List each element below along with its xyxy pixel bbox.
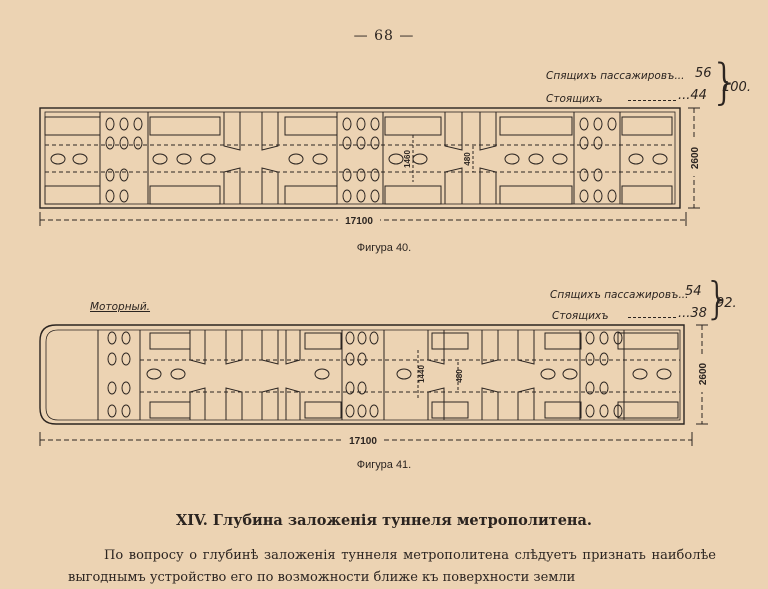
fig41-caption: Фигура 41. — [356, 459, 412, 471]
fig41-motor-label: Моторный. — [90, 301, 151, 313]
fig41-width-value: 2600 — [698, 362, 709, 385]
fig41-seated-label: Спящихъ пассажировъ... — [550, 289, 689, 301]
fig40-seated-label: Спящихъ пассажировъ... — [546, 70, 685, 82]
fig40-length-value: 17100 — [345, 216, 373, 227]
fig40-seated-count: 56 — [695, 66, 712, 81]
page-number: — 68 — — [353, 28, 415, 44]
fig41-standing-leader — [628, 317, 676, 318]
fig41-car-plan — [39, 324, 685, 425]
fig40-standing-label: Стоящихъ — [546, 93, 603, 105]
fig40-width-value: 2600 — [690, 146, 701, 169]
fig41-total: 92. — [716, 296, 737, 311]
fig41-aisle-value: 1440 — [417, 365, 426, 383]
fig40-car-plan — [39, 107, 681, 209]
fig40-brace: } — [710, 54, 741, 110]
fig40-total: 100. — [722, 80, 751, 95]
fig41-standing-label: Стоящихъ — [552, 310, 609, 322]
fig40-aisle-value: 1460 — [403, 150, 412, 168]
fig41-standing-count: ...38 — [678, 306, 707, 321]
section-heading: XIV. Глубина заложенія туннеля метрополи… — [176, 512, 592, 529]
fig41-seated-count: 54 — [685, 284, 702, 299]
fig41-door-value: 480 — [455, 369, 464, 383]
fig40-door-value: 480 — [463, 152, 472, 166]
fig41-brace: } — [704, 273, 732, 324]
car-plans-drawing: 17100 2600 1460 480 17100 2600 1440 480 — [39, 107, 710, 447]
fig40-caption: Фигура 40. — [356, 242, 412, 254]
body-paragraph: По вопросу о глубинѣ заложенія туннеля м… — [68, 548, 716, 585]
fig40-standing-leader — [628, 100, 676, 101]
fig40-standing-count: ...44 — [678, 88, 707, 103]
fig41-length-value: 17100 — [349, 436, 377, 447]
